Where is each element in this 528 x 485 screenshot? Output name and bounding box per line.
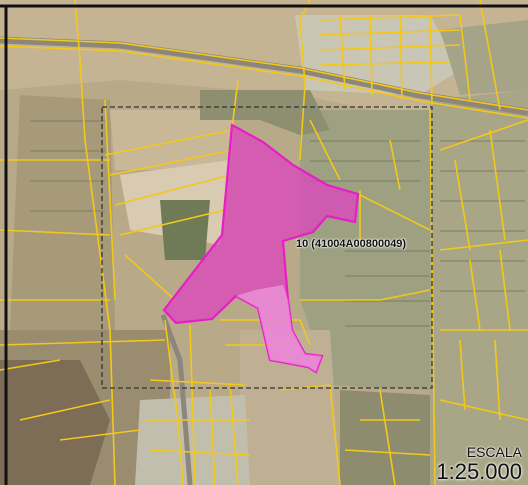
scale-title: ESCALA xyxy=(466,443,522,460)
scale-value: 1:25.000 xyxy=(436,458,522,484)
extent-frame xyxy=(101,106,433,389)
parcel-polygon[interactable] xyxy=(162,123,360,374)
parcel-label: 10 (41004A00800049) xyxy=(296,238,407,250)
scale-indicator: ESCALA 1:25.000 xyxy=(436,444,522,483)
